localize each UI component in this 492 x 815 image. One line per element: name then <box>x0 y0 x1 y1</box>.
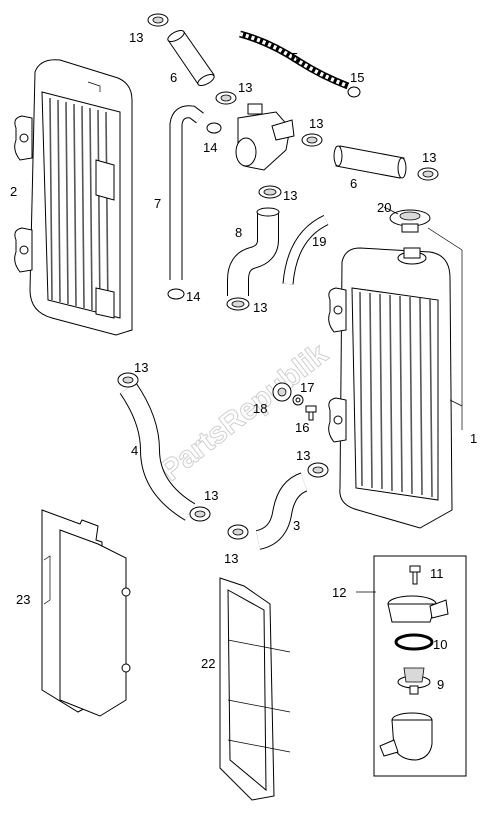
clamp-13-h <box>189 506 211 522</box>
leader-lines <box>356 206 463 593</box>
callout-2: 2 <box>10 184 17 199</box>
callout-14-b: 14 <box>186 289 200 304</box>
radiator-guard-23 <box>41 509 131 717</box>
hose-3 <box>255 472 308 550</box>
callout-20: 20 <box>377 200 391 215</box>
callout-13-d: 13 <box>422 150 436 165</box>
radiator-right <box>328 247 453 529</box>
callout-13-j: 13 <box>224 551 238 566</box>
callout-8: 8 <box>235 225 242 240</box>
hose-4 <box>119 382 196 521</box>
clamp-13-e <box>258 185 282 199</box>
clamp-13-i <box>307 462 329 478</box>
plug-18 <box>272 382 292 402</box>
hose-19 <box>282 215 329 285</box>
callout-13-i: 13 <box>296 448 310 463</box>
callout-9: 9 <box>437 677 444 692</box>
hose-8 <box>227 207 280 296</box>
radiator-left <box>14 59 133 336</box>
radiator-cap <box>389 209 431 233</box>
o-ring-10 <box>394 633 434 651</box>
callouts: 1 2 3 4 5 6 6 7 8 9 10 11 12 13 13 13 13… <box>10 30 477 692</box>
callout-6-upper: 6 <box>170 70 177 85</box>
callout-16: 16 <box>295 420 309 435</box>
callout-13-g: 13 <box>134 360 148 375</box>
callout-13-c: 13 <box>309 116 323 131</box>
hose-7 <box>169 105 204 280</box>
hose-6-upper <box>167 29 215 87</box>
thermostat-9 <box>397 667 431 695</box>
callout-11: 11 <box>430 566 444 581</box>
clamp-13-c <box>301 133 323 147</box>
callout-19: 19 <box>312 234 326 249</box>
thermostat-cover <box>387 595 449 623</box>
clamp-13-f <box>226 297 250 311</box>
callout-12: 12 <box>332 585 346 600</box>
washer-17 <box>292 394 304 406</box>
clamp-14-a <box>206 122 222 134</box>
callout-15: 15 <box>350 70 364 85</box>
callout-4: 4 <box>131 443 138 458</box>
callout-22: 22 <box>201 656 215 671</box>
clamp-13-b <box>215 91 237 105</box>
callout-14-a: 14 <box>203 140 217 155</box>
clamp-13-d <box>417 167 439 181</box>
callout-1: 1 <box>470 431 477 446</box>
screw-11 <box>409 565 421 585</box>
clamp-13-g <box>117 372 139 388</box>
callout-13-f: 13 <box>253 300 267 315</box>
callout-13-e: 13 <box>283 188 297 203</box>
water-pump-housing <box>235 103 295 171</box>
clamp-13-a <box>147 13 169 27</box>
thermostat-housing <box>379 712 433 761</box>
callout-5: 5 <box>291 50 298 65</box>
callout-6-right: 6 <box>350 176 357 191</box>
callout-13-a: 13 <box>129 30 143 45</box>
callout-3: 3 <box>293 518 300 533</box>
callout-18: 18 <box>253 401 267 416</box>
clamp-13-j <box>227 524 249 540</box>
clamp-14-b <box>167 288 185 300</box>
radiator-guard-22 <box>219 577 291 801</box>
callout-23: 23 <box>16 592 30 607</box>
hose-6-right <box>333 145 407 179</box>
screw-16 <box>305 405 317 421</box>
callout-13-b: 13 <box>238 80 252 95</box>
callout-17: 17 <box>300 380 314 395</box>
clamp-15 <box>347 86 361 98</box>
breather-hose-5 <box>239 30 350 90</box>
callout-10: 10 <box>433 637 447 652</box>
callout-7: 7 <box>154 196 161 211</box>
callout-13-h: 13 <box>204 488 218 503</box>
